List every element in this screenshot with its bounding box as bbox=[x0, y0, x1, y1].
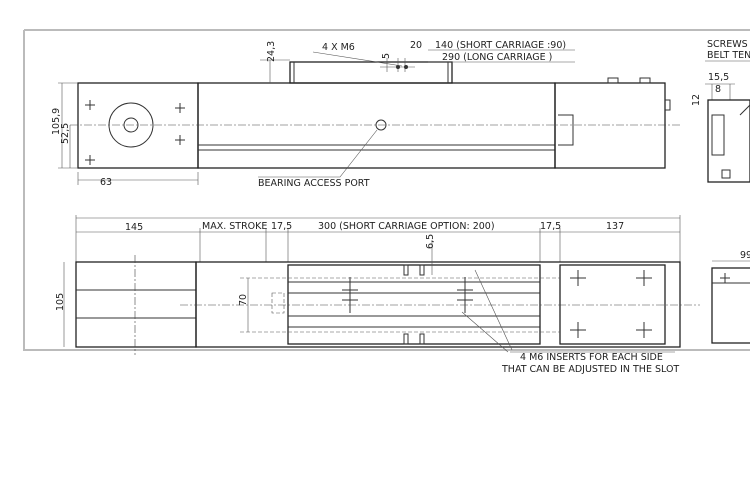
motor-block-lines bbox=[76, 289, 196, 319]
dim-24-3: 24,3 bbox=[266, 41, 277, 62]
max-stroke-label: MAX. STROKE bbox=[202, 221, 267, 232]
carriage-length-underlines bbox=[428, 49, 575, 63]
carriage-insert-marks bbox=[342, 277, 473, 313]
mounting-hole-marks bbox=[85, 100, 185, 165]
dim-63: 63 bbox=[100, 177, 112, 188]
dim-52-5: 52,5 bbox=[60, 123, 71, 144]
dim-17-5-left: 17,5 bbox=[271, 221, 292, 232]
carriage-plan bbox=[287, 264, 541, 345]
dim-99: 99 bbox=[740, 250, 750, 261]
side-view: SCREWS BELT TENS 15,5 8 12 99 bbox=[691, 39, 750, 344]
side-end-block-details bbox=[712, 273, 750, 284]
m6-insert bbox=[403, 333, 409, 345]
dim-5: 5 bbox=[381, 53, 392, 59]
dim-145: 145 bbox=[125, 222, 143, 233]
motor-block bbox=[75, 261, 197, 348]
carriage-height-dimension-line bbox=[260, 59, 290, 83]
insert-leader-line bbox=[312, 51, 403, 67]
carriage-length-dim: 300 (SHORT CARRIAGE OPTION: 200) bbox=[318, 221, 495, 232]
overall-dimension-lines bbox=[76, 217, 680, 233]
bearing-port-leader-line bbox=[258, 129, 378, 178]
profile-dimension-lines bbox=[705, 83, 735, 100]
plan-view: 145 MAX. STROKE 17,5 300 (SHORT CARRIAGE… bbox=[55, 215, 700, 375]
inserts-note-line1: 4 M6 INSERTS FOR EACH SIDE bbox=[520, 352, 663, 363]
dim-15-5: 15,5 bbox=[708, 72, 729, 83]
profile-section bbox=[707, 99, 750, 183]
carriage-long-dim: 290 (LONG CARRIAGE ) bbox=[442, 52, 552, 63]
dim-137: 137 bbox=[606, 221, 624, 232]
carriage-slots bbox=[288, 281, 540, 328]
flange-width-dimension-line bbox=[77, 172, 199, 185]
end-block bbox=[559, 264, 666, 345]
bearing-access-port-label: BEARING ACCESS PORT bbox=[258, 178, 370, 189]
m6-insert bbox=[419, 264, 425, 276]
hidden-belt-clamp bbox=[271, 292, 285, 314]
hidden-lines bbox=[240, 277, 560, 333]
top-view: 24,3 4 X M6 5 20 140 (SHORT CARRIAGE :90… bbox=[51, 40, 680, 189]
dim-105: 105 bbox=[55, 293, 66, 311]
drawing-frame bbox=[23, 29, 750, 351]
carriage bbox=[289, 61, 453, 84]
side-end-block bbox=[711, 267, 750, 344]
m6-insert bbox=[403, 264, 409, 276]
end-block-hole-marks bbox=[570, 270, 652, 338]
height-dimension-lines bbox=[58, 82, 78, 169]
dim-8: 8 bbox=[715, 84, 721, 95]
end-cap bbox=[554, 82, 666, 169]
rail-body bbox=[195, 261, 681, 348]
tension-screw-head bbox=[607, 77, 619, 84]
body-groove bbox=[198, 144, 555, 151]
dim-20: 20 bbox=[410, 40, 422, 51]
dim-17-5-right: 17,5 bbox=[540, 221, 561, 232]
dim-105-9: 105,9 bbox=[51, 108, 62, 135]
screws-label: SCREWS bbox=[707, 39, 748, 50]
m6-insert bbox=[419, 333, 425, 345]
inserts-note-leader-lines bbox=[461, 269, 675, 353]
carriage-edges bbox=[293, 62, 449, 83]
dim-6-5: 6,5 bbox=[425, 234, 436, 249]
m6-insert-point bbox=[396, 65, 400, 69]
dim-70: 70 bbox=[238, 294, 249, 306]
belt-label: BELT TENS bbox=[707, 50, 750, 61]
end-cap-details bbox=[558, 99, 671, 146]
profile-section-details bbox=[711, 104, 750, 179]
tension-screw-head bbox=[639, 77, 651, 84]
dim-12: 12 bbox=[691, 94, 702, 106]
inserts-note-line2: THAT CAN BE ADJUSTED IN THE SLOT bbox=[501, 364, 679, 375]
insert-label: 4 X M6 bbox=[322, 42, 355, 53]
carriage-short-dim: 140 (SHORT CARRIAGE :90) bbox=[435, 40, 566, 51]
m6-insert-point bbox=[404, 65, 408, 69]
extension-lines bbox=[75, 215, 681, 262]
